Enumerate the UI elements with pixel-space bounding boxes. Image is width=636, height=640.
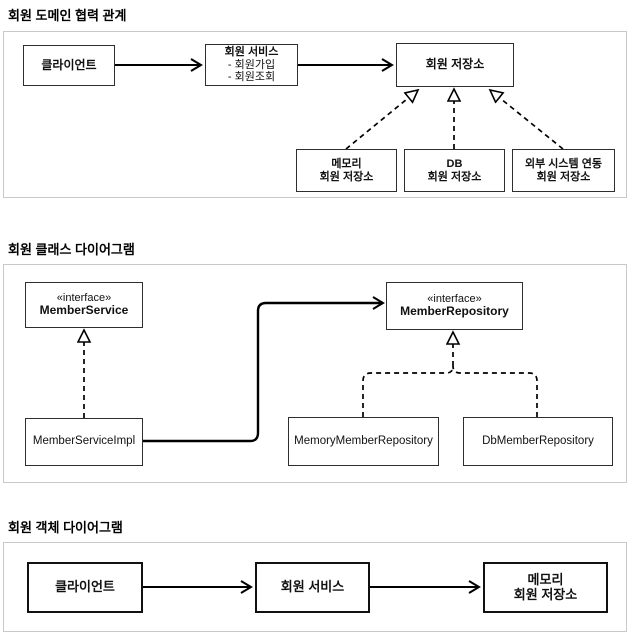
memorymemberrepository-label: MemoryMemberRepository — [294, 434, 433, 447]
memorymemberrepository-box: MemoryMemberRepository — [288, 417, 439, 466]
object-member-service-box: 회원 서비스 — [255, 562, 370, 613]
client-box-label: 클라이언트 — [41, 57, 97, 72]
member-service-item-join: - 회원가입 — [227, 58, 276, 71]
memberservice-interface-box: «interface» MemberService — [25, 282, 143, 328]
memory-repo-line1: 메모리 — [331, 157, 362, 170]
dbmemberrepository-label: DbMemberRepository — [482, 434, 594, 447]
object-memory-repo-line2: 회원 저장소 — [513, 586, 578, 602]
external-system-repository-box: 외부 시스템 연동 회원 저장소 — [512, 149, 615, 192]
object-memory-repo-line1: 메모리 — [527, 571, 564, 587]
domain-collab-title: 회원 도메인 협력 관계 — [8, 8, 127, 23]
db-member-repository-box: DB 회원 저장소 — [404, 149, 505, 192]
memberservice-stereotype: «interface» — [56, 291, 112, 304]
object-memory-repository-box: 메모리 회원 저장소 — [483, 562, 608, 613]
class-diagram-title: 회원 클래스 다이어그램 — [8, 242, 135, 257]
object-client-label: 클라이언트 — [55, 579, 115, 595]
dbmemberrepository-box: DbMemberRepository — [463, 417, 613, 466]
member-service-item-find: - 회원조회 — [227, 71, 276, 84]
member-repository-box-label: 회원 저장소 — [425, 57, 485, 72]
db-repo-line2: 회원 저장소 — [427, 170, 482, 183]
client-box: 클라이언트 — [23, 45, 115, 86]
object-client-box: 클라이언트 — [27, 562, 143, 613]
memberserviceimpl-box: MemberServiceImpl — [25, 418, 143, 466]
memberserviceimpl-label: MemberServiceImpl — [32, 435, 136, 448]
memberrepository-interface-box: «interface» MemberRepository — [386, 282, 523, 330]
external-repo-line2: 회원 저장소 — [536, 170, 591, 183]
memory-member-repository-box: 메모리 회원 저장소 — [296, 149, 397, 192]
db-repo-line1: DB — [446, 157, 463, 170]
external-repo-line1: 외부 시스템 연동 — [525, 157, 602, 170]
object-member-service-label: 회원 서비스 — [280, 579, 345, 595]
memory-repo-line2: 회원 저장소 — [319, 170, 374, 183]
memberrepository-name: MemberRepository — [400, 304, 509, 319]
member-service-box-title: 회원 서비스 — [224, 46, 279, 59]
memberservice-name: MemberService — [39, 303, 129, 318]
member-repository-box: 회원 저장소 — [396, 43, 514, 87]
member-service-box: 회원 서비스 - 회원가입 - 회원조회 — [205, 44, 298, 86]
memberrepository-stereotype: «interface» — [427, 292, 482, 305]
object-diagram-title: 회원 객체 다이어그램 — [8, 520, 123, 535]
